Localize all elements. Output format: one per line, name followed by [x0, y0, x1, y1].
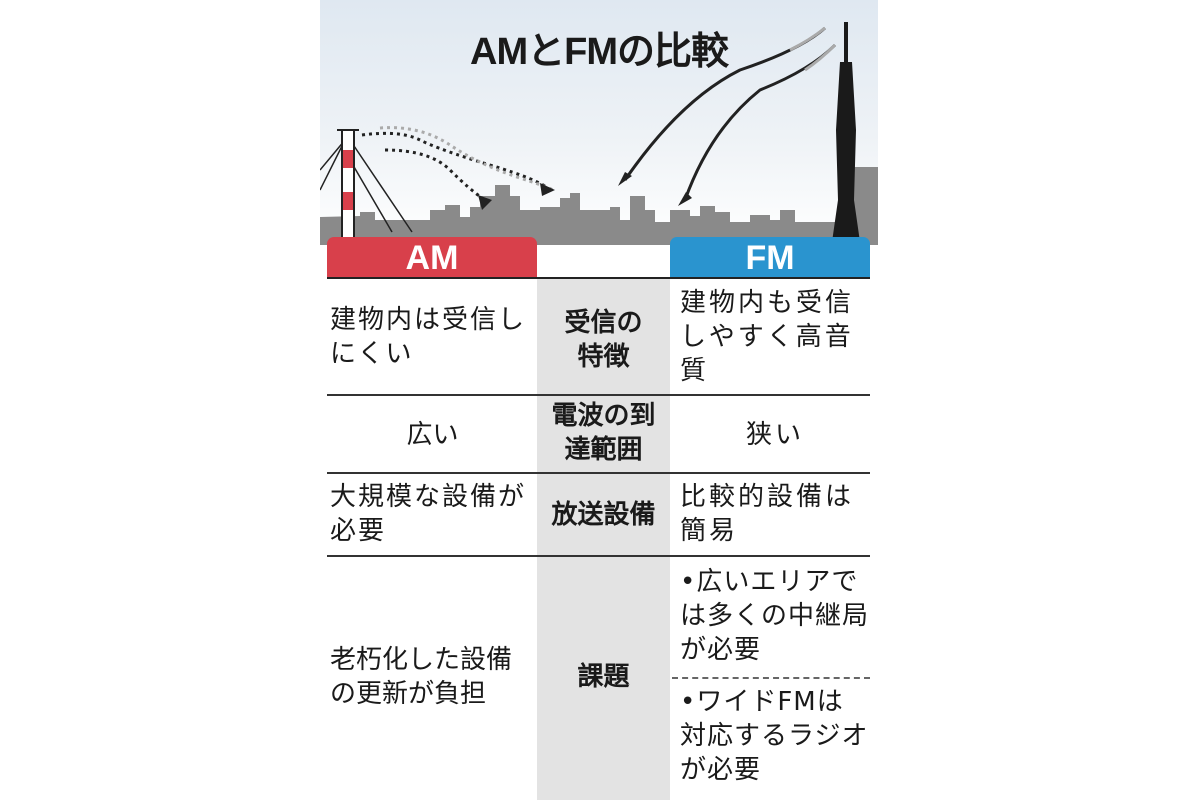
- label-equipment: 放送設備: [551, 500, 656, 530]
- am-fm-comparison-infographic: AMとFMの比較 AM FM 建物内は受信しにくい 受信の特徴 建物内も受信しや…: [320, 0, 878, 800]
- sky-background: [320, 0, 878, 245]
- city-skyline: [320, 167, 878, 245]
- page-title: AMとFMの比較: [470, 31, 729, 73]
- row-divider: [327, 472, 870, 474]
- fm-equipment: 比較的設備は簡易: [680, 482, 855, 546]
- header-divider: [327, 277, 870, 279]
- arrowhead-icon: [540, 183, 555, 196]
- row-divider: [327, 555, 870, 557]
- dashed-divider: [672, 677, 870, 679]
- label-reception: 受信の特徴: [564, 308, 643, 372]
- fm-wave-arrows: [623, 26, 837, 201]
- arrowhead-icon: [678, 192, 692, 206]
- fm-reception: 建物内も受信しやすく高音質: [680, 288, 855, 386]
- am-issues: 老朽化した設備の更新が負担: [330, 645, 513, 709]
- label-issues: 課題: [577, 662, 630, 692]
- am-reception: 建物内は受信しにくい: [330, 305, 527, 369]
- category-column: [537, 279, 670, 800]
- am-antenna-icon: [320, 129, 413, 243]
- arrowhead-icon: [478, 195, 492, 210]
- fm-range: 狭い: [745, 420, 804, 450]
- am-wave-arrows: [361, 126, 554, 202]
- broadcast-illustration: [320, 22, 878, 245]
- am-column-header: AM: [327, 237, 537, 277]
- fm-tower-icon: [832, 22, 860, 242]
- am-equipment: 大規模な設備が必要: [330, 482, 527, 546]
- am-range: 広い: [406, 420, 459, 450]
- row-divider: [327, 394, 870, 396]
- fm-issue-item: •ワイドFMは対応するラジオが必要: [680, 687, 869, 785]
- arrowhead-icon: [618, 172, 632, 186]
- label-range: 電波の到達範囲: [551, 401, 656, 465]
- fm-column-header: FM: [670, 237, 870, 277]
- fm-issue-item: •広いエリアでは多くの中継局が必要: [680, 567, 870, 665]
